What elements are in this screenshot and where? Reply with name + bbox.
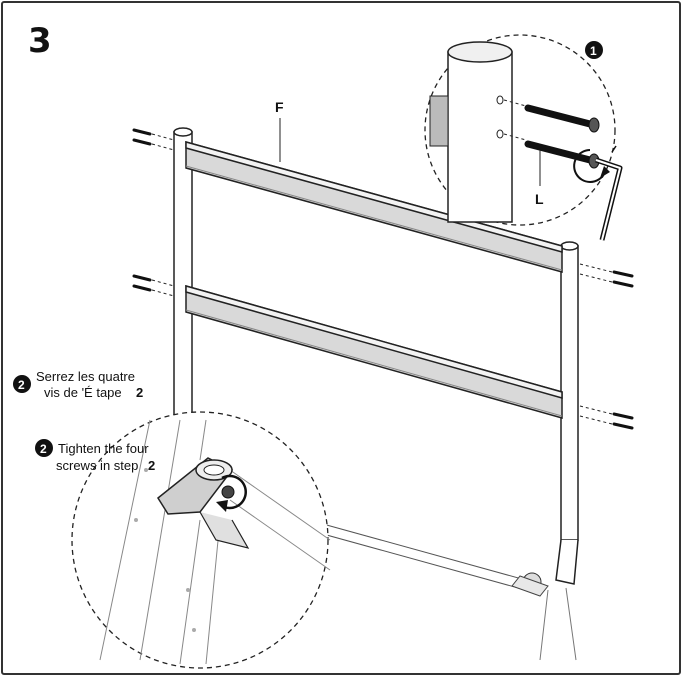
callout-badge-1-text: 1 — [590, 44, 597, 58]
allen-key-label: L — [535, 191, 544, 207]
instruction-en-line1: Tighten the four — [58, 441, 149, 456]
screws-right-lower — [612, 412, 634, 430]
screws-right-lower-dashes — [579, 405, 613, 425]
instruction-en-badge: 2 — [40, 442, 47, 456]
instruction-fr: 2 Serrez les quatre vis de 'É tape 2 — [13, 369, 143, 400]
lower-rail — [185, 285, 563, 419]
frame-part-label: F — [275, 99, 284, 115]
instruction-en-step: 2 — [148, 458, 155, 473]
detail-circle-hinge — [71, 411, 331, 669]
upper-rail-f — [185, 141, 563, 273]
instruction-fr-line2: vis de 'É tape — [44, 385, 122, 400]
instruction-en-line2: screws in step — [56, 458, 138, 473]
screws-left-lower-dashes — [151, 279, 175, 297]
instruction-en: 2 Tighten the four screws in step 2 — [35, 439, 155, 473]
callout-badge-1: 1 — [585, 41, 603, 59]
step-number: 3 — [28, 21, 52, 61]
instruction-fr-step: 2 — [136, 385, 143, 400]
screws-right-upper-dashes — [579, 263, 613, 283]
instruction-fr-badge: 2 — [18, 378, 25, 392]
screws-right-upper — [612, 270, 634, 288]
screws-left-upper — [132, 128, 152, 146]
instruction-fr-line1: Serrez les quatre — [36, 369, 135, 384]
right-post — [555, 241, 579, 585]
screws-left-lower — [132, 274, 152, 292]
detail-circle-screws — [424, 34, 623, 241]
screws-left-upper-dashes — [151, 133, 175, 151]
